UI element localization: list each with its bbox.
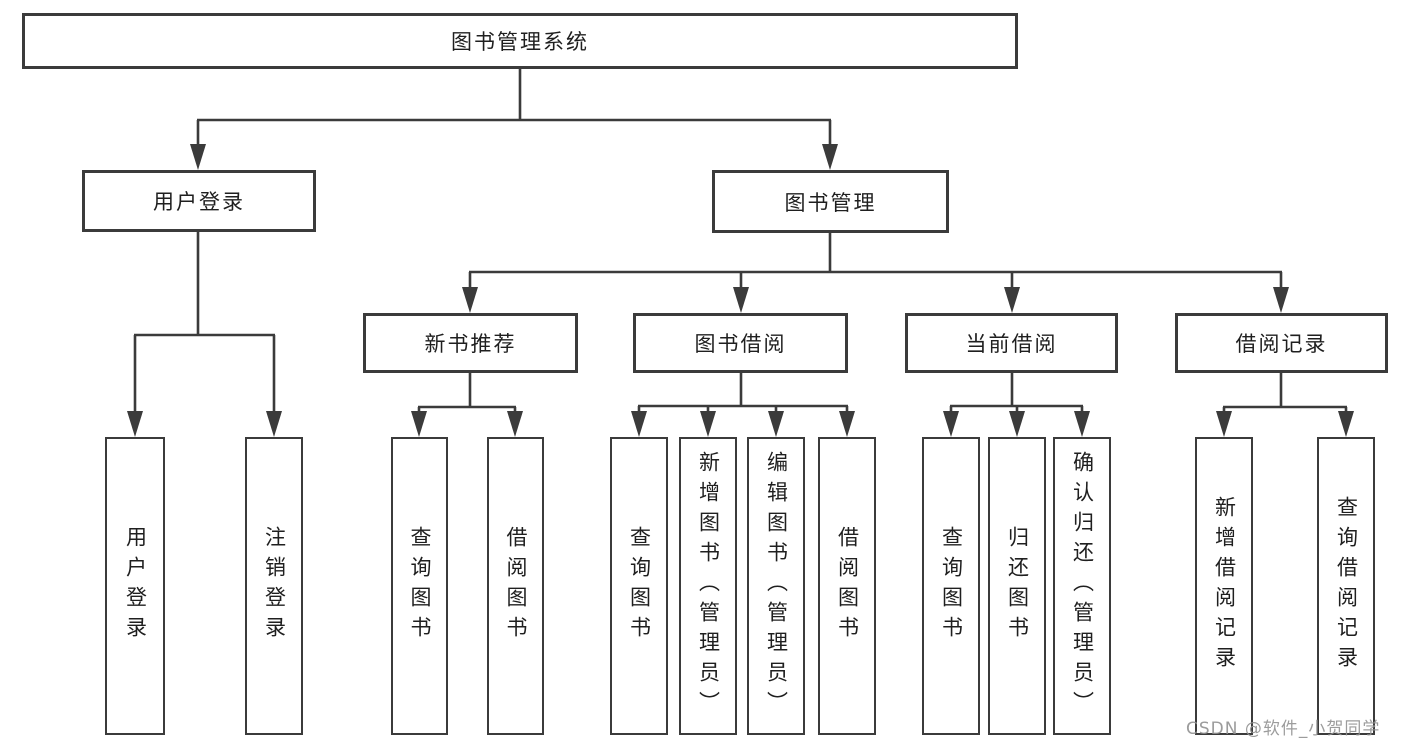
leaf-query-borrow-record-label: 查询借阅记录 <box>1334 496 1359 676</box>
leaf-add-borrow-record: 新增借阅记录 <box>1195 437 1253 735</box>
node-book-management: 图书管理 <box>712 170 949 233</box>
leaf-edit-books-admin-label: 编辑图书（管理员） <box>764 451 789 721</box>
leaf-confirm-return-admin-label: 确认归还（管理员） <box>1070 451 1095 721</box>
leaf-query-books-2: 查询图书 <box>610 437 668 735</box>
node-book-borrow: 图书借阅 <box>633 313 848 373</box>
node-new-book-recommend-label: 新书推荐 <box>424 332 517 356</box>
leaf-query-books-1-label: 查询图书 <box>408 526 433 646</box>
node-borrow-records: 借阅记录 <box>1175 313 1388 373</box>
leaf-edit-books-admin: 编辑图书（管理员） <box>747 437 805 735</box>
leaf-return-books-label: 归还图书 <box>1005 526 1030 646</box>
leaf-user-login: 用户登录 <box>105 437 165 735</box>
node-user-login: 用户登录 <box>82 170 316 232</box>
leaf-query-books-3: 查询图书 <box>922 437 980 735</box>
node-current-borrow-label: 当前借阅 <box>965 332 1058 356</box>
node-user-login-label: 用户登录 <box>153 190 245 214</box>
node-book-borrow-label: 图书借阅 <box>694 332 787 356</box>
leaf-query-borrow-record: 查询借阅记录 <box>1317 437 1375 735</box>
leaf-confirm-return-admin: 确认归还（管理员） <box>1053 437 1111 735</box>
node-root-label: 图书管理系统 <box>451 30 589 54</box>
leaf-borrow-books-1-label: 借阅图书 <box>504 526 529 646</box>
csdn-watermark: CSDN @软件_小贺同学 <box>1186 719 1381 739</box>
leaf-borrow-books-2-label: 借阅图书 <box>835 526 860 646</box>
leaf-return-books: 归还图书 <box>988 437 1046 735</box>
leaf-borrow-books-1: 借阅图书 <box>487 437 544 735</box>
leaf-query-books-2-label: 查询图书 <box>627 526 652 646</box>
leaf-add-books-admin-label: 新增图书（管理员） <box>696 451 721 721</box>
leaf-add-borrow-record-label: 新增借阅记录 <box>1212 496 1237 676</box>
node-book-management-label: 图书管理 <box>784 190 877 215</box>
node-root: 图书管理系统 <box>22 13 1018 69</box>
node-current-borrow: 当前借阅 <box>905 313 1118 373</box>
leaf-add-books-admin: 新增图书（管理员） <box>679 437 737 735</box>
leaf-borrow-books-2: 借阅图书 <box>818 437 876 735</box>
leaf-user-login-label: 用户登录 <box>123 526 148 646</box>
node-borrow-records-label: 借阅记录 <box>1235 332 1328 356</box>
leaf-logout: 注销登录 <box>245 437 303 735</box>
node-new-book-recommend: 新书推荐 <box>363 313 578 373</box>
leaf-query-books-3-label: 查询图书 <box>939 526 964 646</box>
leaf-logout-label: 注销登录 <box>262 526 287 646</box>
leaf-query-books-1: 查询图书 <box>391 437 448 735</box>
